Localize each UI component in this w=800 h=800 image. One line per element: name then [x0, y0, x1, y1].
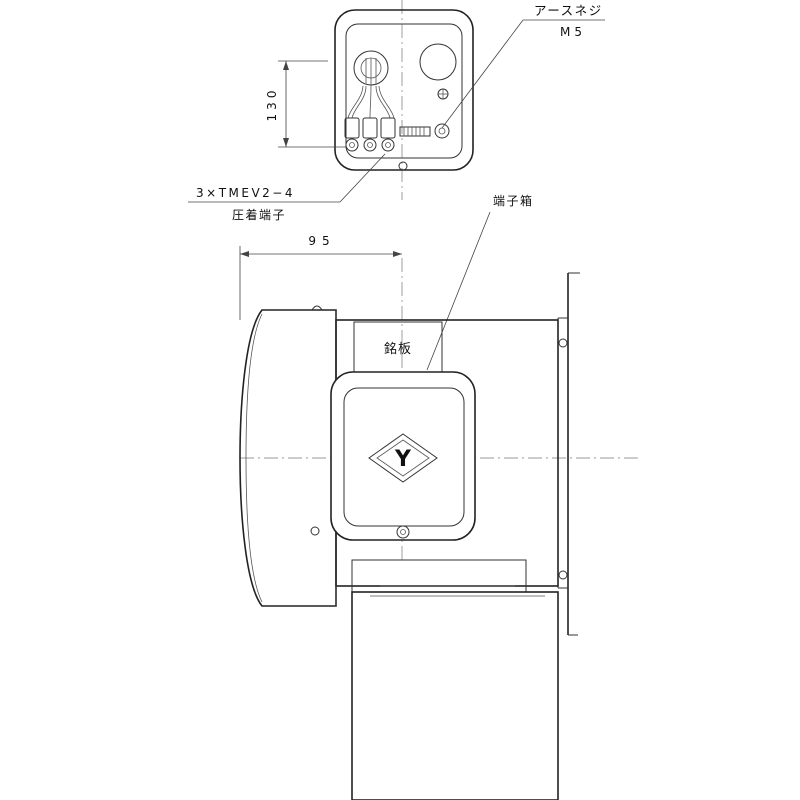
cover-screw-top [437, 88, 449, 100]
terminal-box-front: Y [330, 371, 476, 541]
fan-cover [239, 305, 337, 607]
dimension-130: 130 [265, 60, 346, 148]
crimp-terminals [344, 117, 396, 152]
earth-screw-callout: アースネジ M5 [441, 3, 605, 129]
nameplate-label: 銘板 [384, 342, 412, 357]
dimension-95: 95 [239, 234, 402, 320]
cable-inlet [353, 50, 389, 86]
terminal-box-inner [345, 23, 463, 159]
logo-letter: Y [394, 447, 412, 472]
lead-wires [347, 85, 395, 119]
terminal-box-outer [334, 9, 474, 171]
crimp-name-label: 圧着端子 [232, 207, 286, 222]
crimp-terminal-callout: 3×TMEV2−4 圧着端子 [188, 153, 386, 222]
dimension-130-label: 130 [265, 87, 279, 122]
earth-screw-label: アースネジ [534, 3, 603, 18]
terminal-box-label: 端子箱 [493, 193, 534, 208]
crimp-spec-label: 3×TMEV2−4 [196, 186, 295, 200]
earth-terminal [399, 123, 450, 139]
cover-screw-bottom [398, 161, 408, 171]
base-block [351, 559, 527, 593]
manufacturer-logo: Y [368, 433, 438, 483]
dimension-95-label: 95 [308, 234, 335, 248]
earth-screw-size-label: M5 [560, 25, 586, 39]
terminal-box-callout: 端子箱 [426, 193, 534, 371]
lower-housing [351, 591, 559, 800]
motor-side-view: 銘板 Y [239, 258, 640, 800]
mounting-flange [557, 272, 580, 636]
front-cover-screw [396, 525, 410, 539]
knockout-hole [419, 43, 457, 81]
terminal-box-detail-view [334, 0, 474, 200]
